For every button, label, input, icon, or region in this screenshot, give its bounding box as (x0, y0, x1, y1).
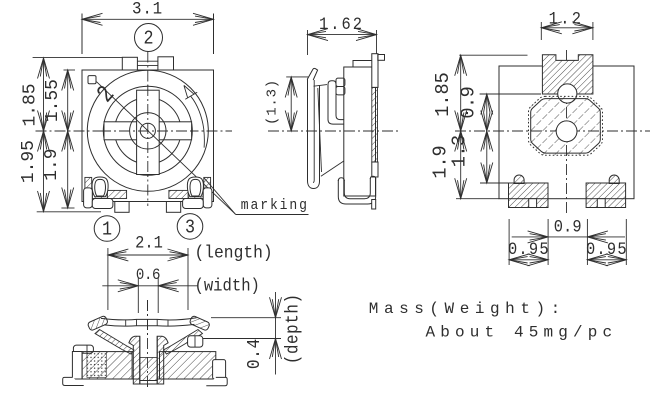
svg-text:(width): (width) (195, 277, 260, 297)
svg-text:2: 2 (143, 29, 153, 50)
svg-text:1.85: 1.85 (20, 83, 40, 126)
svg-text:1.9: 1.9 (42, 148, 62, 180)
svg-text:1.3: 1.3 (448, 135, 471, 167)
svg-text:1: 1 (102, 220, 112, 241)
svg-text:2.1: 2.1 (135, 233, 163, 253)
svg-text:1.55: 1.55 (43, 79, 63, 122)
svg-text:About 45mg/pc: About 45mg/pc (426, 323, 618, 341)
svg-text:0.4: 0.4 (244, 338, 265, 369)
svg-text:1.9: 1.9 (429, 145, 452, 178)
svg-text:3: 3 (185, 218, 195, 239)
svg-text:1.62: 1.62 (319, 14, 364, 34)
svg-text:3.1: 3.1 (132, 0, 163, 19)
svg-text:0.6: 0.6 (136, 265, 161, 284)
svg-text:Mass(Weight):: Mass(Weight): (369, 300, 566, 318)
svg-text:0.9: 0.9 (554, 217, 582, 237)
svg-text:(1.3): (1.3) (265, 79, 281, 125)
svg-text:0.95: 0.95 (586, 239, 628, 259)
svg-text:(length): (length) (195, 244, 273, 264)
svg-text:0.9: 0.9 (457, 87, 480, 119)
svg-text:1.85: 1.85 (431, 72, 454, 116)
svg-text:1.95: 1.95 (19, 140, 39, 183)
svg-text:1.2: 1.2 (549, 9, 584, 29)
svg-text:0.95: 0.95 (508, 239, 550, 259)
svg-text:marking: marking (241, 197, 309, 214)
svg-text:(depth): (depth) (283, 293, 303, 364)
